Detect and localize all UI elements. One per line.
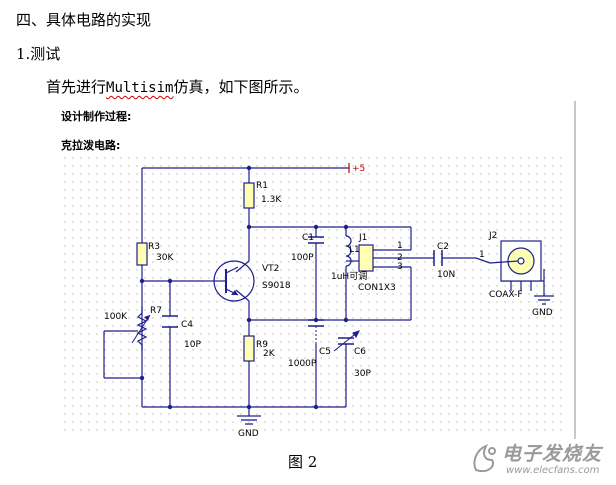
schematic-grid: [64, 157, 564, 433]
title-circuit: 克拉泼电路:: [61, 138, 120, 152]
elecfans-logo-icon: [473, 444, 496, 472]
watermark-url: www.elecfans.com: [506, 465, 600, 476]
c5-value: 1000P: [288, 359, 317, 369]
svg-text:+5: +5: [352, 164, 365, 174]
schematic-diagram: 设计制作过程: 克拉泼电路:: [61, 109, 564, 439]
j1-pin1: 1: [397, 241, 403, 251]
c2-value: 10N: [437, 270, 455, 280]
vt2-value: S9018: [262, 281, 291, 291]
ground-label-main: GND: [238, 429, 259, 439]
circuit-figure: 设计制作过程: 克拉泼电路:: [56, 101, 576, 439]
inductor-l1: [345, 235, 352, 267]
subsection-heading: 1.测试: [16, 45, 61, 63]
l1-ref: L1: [349, 245, 360, 255]
intro-before: 首先进行: [46, 78, 107, 96]
ground-label-j2: GND: [532, 308, 553, 318]
c6-value: 30P: [354, 369, 371, 379]
r9-ref: R9: [256, 340, 268, 350]
c6-ref: C6: [354, 347, 366, 357]
resistor-r3: [136, 242, 148, 266]
j1-value: CON1X3: [358, 283, 396, 293]
r3-ref: R3: [148, 242, 160, 252]
j2-pin1: 1: [479, 250, 485, 260]
c4-value: 10P: [184, 340, 201, 350]
j1-pin3: 3: [397, 262, 403, 272]
c1-value: 100P: [291, 253, 314, 263]
figure-caption: 图 2: [288, 453, 318, 471]
j2-value: COAX-F: [489, 290, 523, 300]
title-process: 设计制作过程:: [61, 109, 131, 123]
junction-dots: [139, 165, 349, 410]
l1-value: 1uH可调: [331, 271, 367, 282]
c5-ref: C5: [319, 347, 331, 357]
j1-ref: J1: [358, 233, 367, 243]
r7-ref: R7: [150, 306, 162, 316]
elecfans-watermark: 电子发烧友 www.elecfans.com: [470, 438, 610, 482]
c4-ref: C4: [181, 320, 193, 330]
intro-paragraph: 首先进行Multisim仿真，如下图所示。: [46, 76, 308, 97]
ground-symbol-main: [237, 415, 261, 425]
r7-value: 100K: [104, 312, 128, 322]
j2-ref: J2: [488, 231, 497, 241]
section-heading: 四、具体电路的实现: [16, 11, 152, 29]
r9-value: 2K: [263, 349, 276, 359]
r1-value: 1.3K: [261, 195, 282, 205]
watermark-text: 电子发烧友: [502, 443, 603, 465]
c2-ref: C2: [437, 242, 449, 252]
resistor-r9: [243, 335, 255, 362]
resistor-r1: [243, 182, 255, 209]
c6-trim-arrow: [333, 330, 360, 352]
ground-symbol-j2: [534, 295, 554, 305]
transistor-vt2: [213, 260, 255, 302]
supply-symbol: +5: [348, 163, 365, 174]
multisim-keyword: Multisim: [106, 80, 174, 96]
coax-connector-j2: [489, 240, 542, 291]
j1-pin2: 2: [397, 253, 403, 263]
intro-after: 仿真，如下图所示。: [173, 78, 309, 96]
vt2-ref: VT2: [262, 264, 279, 274]
potentiometer-r7: [131, 307, 151, 351]
c1-ref: C1: [302, 233, 314, 243]
connector-j1: [358, 244, 374, 272]
r1-ref: R1: [256, 181, 268, 191]
r3-value: 30K: [156, 253, 174, 263]
